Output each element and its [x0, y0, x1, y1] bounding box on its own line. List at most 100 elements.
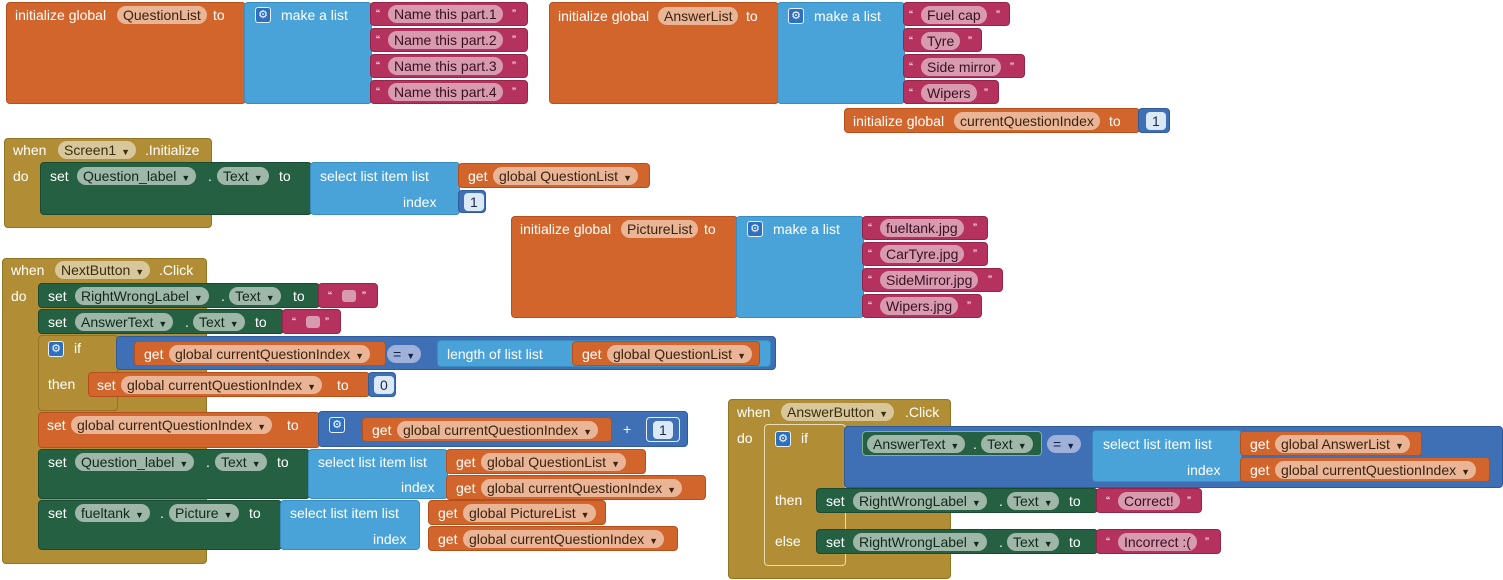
variable-dropdown[interactable]: global currentQuestionIndex▼ [397, 421, 599, 439]
text-block[interactable]: “ SideMirror.jpg ” [862, 268, 1003, 292]
text-block[interactable]: “ Incorrect :( ” [1096, 529, 1221, 554]
get-block[interactable]: get global currentQuestionIndex▼ [134, 341, 386, 366]
text-field[interactable]: Wipers [921, 84, 977, 102]
number-field[interactable]: 1 [653, 421, 673, 439]
get-block[interactable]: get global AnswerList▼ [1240, 431, 1422, 456]
component-dropdown[interactable]: AnswerText▼ [75, 313, 174, 331]
variable-dropdown[interactable]: global currentQuestionIndex▼ [121, 376, 323, 394]
number-block[interactable]: 0 [368, 372, 396, 397]
init-picture-list-block[interactable]: initialize global PictureList to [511, 216, 738, 318]
select-list-item-block[interactable]: select list item list index [308, 449, 448, 499]
gear-icon[interactable]: ⚙ [48, 341, 64, 357]
question-list-name-field[interactable]: QuestionList [117, 6, 207, 24]
text-block[interactable]: “ Name this part.3 ” [370, 54, 528, 78]
gear-icon[interactable]: ⚙ [255, 7, 271, 23]
text-field[interactable]: Name this part.2 [388, 31, 503, 49]
empty-text-field[interactable] [306, 316, 320, 328]
init-current-index-block[interactable]: initialize global currentQuestionIndex t… [844, 108, 1140, 133]
get-block[interactable]: get global PictureList▼ [428, 500, 606, 525]
number-block[interactable]: 1 [646, 417, 680, 442]
text-block[interactable]: “ Fuel cap ” [903, 2, 1010, 26]
get-block[interactable]: get global QuestionList▼ [458, 163, 650, 188]
variable-dropdown[interactable]: global QuestionList▼ [493, 167, 638, 185]
text-block[interactable]: “ Name this part.1 ” [370, 2, 528, 26]
component-dropdown[interactable]: RightWrongLabel▼ [75, 287, 209, 305]
set-rightwronglabel-text[interactable]: set RightWrongLabel▼ . Text▼ to [816, 488, 1098, 513]
component-dropdown[interactable]: RightWrongLabel▼ [853, 533, 987, 551]
empty-text-field[interactable] [342, 290, 356, 302]
text-field[interactable]: Side mirror [921, 58, 1002, 76]
empty-text-block[interactable]: “ ” [318, 283, 378, 308]
select-list-item-block[interactable]: select list item list index [280, 500, 420, 550]
text-block[interactable]: “ Side mirror ” [903, 54, 1025, 78]
answerbutton-component-dropdown[interactable]: AnswerButton▼ [781, 403, 895, 421]
property-dropdown[interactable]: Text▼ [229, 287, 281, 305]
set-answertext-text[interactable]: set AnswerText▼ . Text▼ to [38, 309, 284, 334]
property-dropdown[interactable]: Text▼ [193, 313, 245, 331]
variable-dropdown[interactable]: global QuestionList▼ [481, 453, 626, 471]
component-dropdown[interactable]: RightWrongLabel▼ [853, 492, 987, 510]
get-block[interactable]: get global QuestionList▼ [572, 341, 760, 366]
select-list-item-block[interactable]: select list item list index [310, 162, 460, 215]
property-dropdown[interactable]: Text▼ [1007, 533, 1059, 551]
variable-dropdown[interactable]: global currentQuestionIndex▼ [169, 345, 371, 363]
variable-dropdown[interactable]: global QuestionList▼ [607, 345, 752, 363]
number-field[interactable]: 1 [1146, 112, 1166, 130]
set-question-label-text[interactable]: set Question_label▼ . Text▼ to [40, 162, 312, 215]
text-block[interactable]: “ Wipers.jpg ” [862, 294, 982, 318]
make-list-block[interactable]: ⚙ make a list [777, 2, 905, 104]
variable-dropdown[interactable]: global currentQuestionIndex▼ [71, 416, 273, 434]
property-dropdown[interactable]: Text▼ [981, 435, 1033, 453]
set-question-label-text[interactable]: set Question_label▼ . Text▼ to [38, 449, 310, 499]
nextbutton-component-dropdown[interactable]: NextButton▼ [55, 261, 151, 279]
property-dropdown[interactable]: Text▼ [1007, 492, 1059, 510]
empty-text-block[interactable]: “ ” [282, 309, 341, 334]
property-dropdown[interactable]: Picture▼ [169, 504, 239, 522]
get-block[interactable]: get global currentQuestionIndex▼ [1240, 457, 1490, 482]
text-field[interactable]: fueltank.jpg [880, 219, 964, 237]
gear-icon[interactable]: ⚙ [747, 221, 763, 237]
get-block[interactable]: get global currentQuestionIndex▼ [428, 526, 678, 551]
variable-dropdown[interactable]: global currentQuestionIndex▼ [481, 479, 683, 497]
variable-dropdown[interactable]: global currentQuestionIndex▼ [463, 530, 665, 548]
property-dropdown[interactable]: Text▼ [217, 167, 269, 185]
variable-dropdown[interactable]: global AnswerList▼ [1275, 435, 1410, 453]
text-block[interactable]: “ Correct! ” [1096, 488, 1202, 513]
operator-dropdown[interactable]: =▼ [387, 345, 422, 363]
init-answer-list-block[interactable]: initialize global AnswerList to [549, 2, 779, 104]
text-field[interactable]: Name this part.4 [388, 83, 503, 101]
text-field[interactable]: Wipers.jpg [880, 297, 959, 315]
text-field[interactable]: Tyre [921, 32, 961, 50]
picture-list-name-field[interactable]: PictureList [621, 220, 699, 238]
text-field[interactable]: CarTyre.jpg [880, 245, 965, 263]
text-block[interactable]: “ Wipers ” [903, 80, 999, 104]
gear-icon[interactable]: ⚙ [775, 431, 791, 447]
get-block[interactable]: get global QuestionList▼ [446, 449, 646, 474]
text-field[interactable]: Fuel cap [921, 6, 987, 24]
gear-icon[interactable]: ⚙ [788, 8, 804, 24]
number-field[interactable]: 0 [374, 376, 394, 394]
screen1-component-dropdown[interactable]: Screen1▼ [58, 141, 137, 159]
property-dropdown[interactable]: Text▼ [215, 453, 267, 471]
set-rightwronglabel-text[interactable]: set RightWrongLabel▼ . Text▼ to [816, 529, 1098, 554]
number-block[interactable]: 1 [458, 190, 486, 213]
init-question-list-block[interactable]: initialize global QuestionList to [6, 2, 246, 104]
component-dropdown[interactable]: Question_label▼ [75, 453, 195, 471]
operator-dropdown[interactable]: =▼ [1047, 435, 1082, 453]
get-answertext-text[interactable]: AnswerText▼ . Text▼ [862, 431, 1042, 456]
select-list-item-block[interactable]: select list item list index [1092, 430, 1242, 482]
make-list-block[interactable]: ⚙ make a list [244, 2, 372, 104]
set-rightwronglabel-text[interactable]: set RightWrongLabel▼ . Text▼ to [38, 283, 320, 308]
set-fueltank-picture[interactable]: set fueltank▼ . Picture▼ to [38, 500, 282, 550]
number-block[interactable]: 1 [1138, 108, 1170, 133]
text-field[interactable]: Name this part.3 [388, 57, 503, 75]
text-block[interactable]: “ Name this part.2 ” [370, 28, 528, 52]
variable-dropdown[interactable]: global currentQuestionIndex▼ [1275, 461, 1477, 479]
text-block[interactable]: “ CarTyre.jpg ” [862, 242, 988, 266]
make-list-block[interactable]: ⚙ make a list [736, 216, 864, 318]
variable-dropdown[interactable]: global PictureList▼ [463, 504, 596, 522]
text-field[interactable]: Name this part.1 [388, 5, 503, 23]
gear-icon[interactable]: ⚙ [329, 417, 345, 433]
get-block[interactable]: get global currentQuestionIndex▼ [446, 475, 706, 500]
component-dropdown[interactable]: Question_label▼ [77, 167, 197, 185]
